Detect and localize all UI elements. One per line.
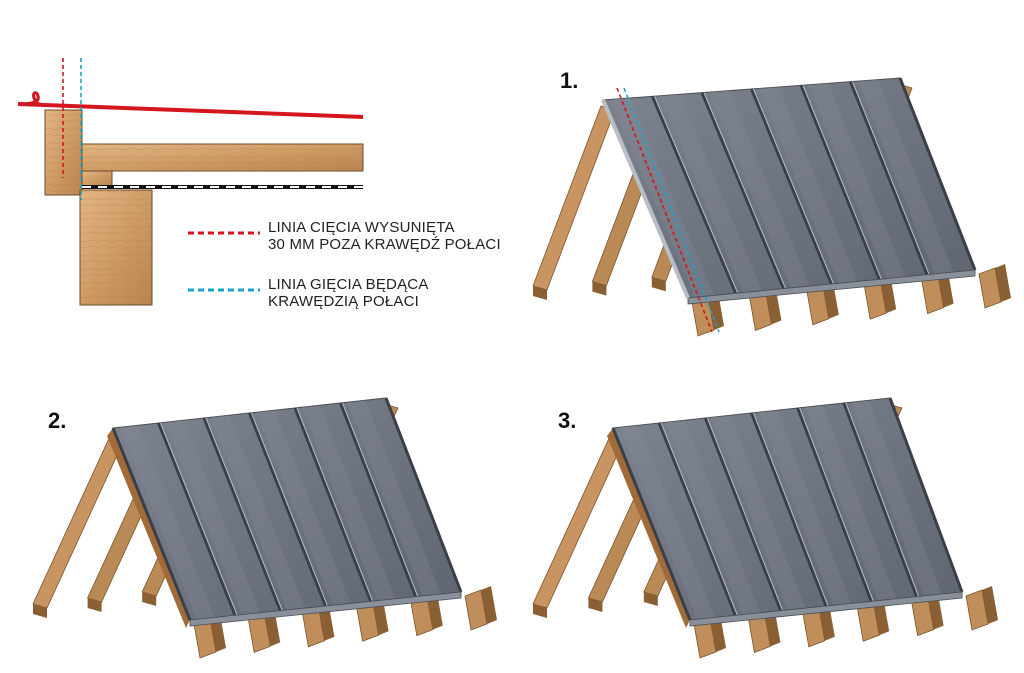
step-1-label: 1. (560, 68, 579, 93)
seam-highlight (342, 402, 419, 597)
sheet-highlight (347, 400, 441, 596)
seam-highlight (205, 417, 283, 611)
sheet-highlight (850, 400, 942, 596)
seam-highlight (845, 402, 920, 597)
standing-seam (657, 422, 737, 616)
rafter-end-side (995, 264, 1011, 302)
seam-highlight (802, 85, 882, 280)
eave-edge (189, 591, 462, 627)
sheet-highlight (165, 420, 261, 615)
rafter-foot (588, 598, 603, 612)
standing-seam (796, 407, 873, 602)
legend-bend-line2: KRAWĘDZIĄ POŁACI (268, 293, 420, 310)
sheet-highlight (709, 90, 810, 288)
rafter-end-side (481, 586, 497, 624)
gable-edge (111, 427, 192, 621)
gable-board (107, 428, 190, 628)
legend-bend-text: LINIA GIĘCIA BĘDĄCA KRAWĘDZIĄ POŁACI (268, 276, 429, 310)
rafter-foot (533, 286, 547, 300)
step-2-label: 2. (48, 408, 67, 433)
sheet-highlight (256, 410, 351, 606)
seam-highlight (753, 88, 834, 285)
seam-highlight (654, 96, 739, 294)
standing-seam (750, 88, 833, 285)
sheet-highlight (758, 410, 851, 606)
rafter-foot (643, 592, 658, 606)
seam-highlight (660, 422, 738, 616)
sheet-highlight (619, 425, 715, 620)
step1-edge-lines (616, 87, 720, 333)
sheet-highlight (758, 86, 858, 284)
roof-step-2 (32, 397, 497, 659)
seam-highlight (296, 407, 374, 602)
rafter-foot (142, 592, 157, 606)
legend-bend-line1: LINIA GIĘCIA BĘDĄCA (268, 276, 429, 293)
roof-step-3 (532, 397, 998, 659)
seam-highlight (703, 92, 787, 289)
standing-seam (157, 422, 237, 616)
legend-cut-line1: LINIA CIĘCIA WYSUNIĘTA (268, 219, 455, 236)
sheet-highlight (210, 415, 306, 610)
gable-board (607, 428, 690, 628)
right-edge (898, 77, 977, 271)
sheet-highlight (610, 97, 715, 298)
standing-seam (700, 92, 786, 290)
seam-highlight (706, 417, 784, 611)
sheet-highlight (119, 425, 215, 620)
legend-cut-line2: 30 MM POZA KRAWĘDŹ POŁACI (268, 236, 501, 253)
rafter-foot (87, 598, 102, 612)
sheet-highlight (659, 94, 763, 293)
rafter-foot (651, 277, 666, 292)
seam-highlight (753, 412, 829, 607)
gable-edge (611, 427, 692, 621)
seam-highlight (251, 412, 328, 607)
eave-edge (687, 269, 976, 305)
standing-seam (293, 407, 373, 602)
sheet-highlight (712, 415, 806, 610)
standing-seam (750, 412, 828, 607)
standing-seam (248, 412, 327, 607)
step-3-label: 3. (558, 408, 577, 433)
sheet-highlight (666, 420, 761, 615)
right-edge (384, 397, 463, 593)
seam-highlight (852, 81, 930, 275)
edge-detail-section (17, 58, 364, 306)
seam-highlight (160, 422, 238, 616)
standing-seam (799, 84, 881, 280)
legend-cut-text: LINIA CIĘCIA WYSUNIĘTA 30 MM POZA KRAWĘD… (268, 219, 501, 253)
sheet-highlight (301, 405, 396, 601)
right-edge (888, 397, 964, 593)
seam-highlight (799, 407, 874, 602)
roof-panel-profile (17, 102, 364, 119)
rafter-foot (592, 281, 607, 296)
sheet-highlight (857, 79, 954, 274)
roof-step-1 (532, 77, 1011, 337)
rafter-foot (33, 604, 47, 618)
standing-seam (842, 402, 919, 598)
standing-seam (703, 417, 783, 612)
gable-edge (601, 99, 690, 299)
standing-seam (849, 81, 929, 276)
sheet-highlight (804, 405, 897, 601)
standing-seam (339, 402, 418, 598)
rafter-foot (533, 604, 547, 618)
standing-seam (202, 417, 282, 612)
sheet-highlight (808, 83, 906, 279)
standing-seam (651, 95, 738, 294)
eave-edge (689, 591, 963, 627)
rafter-end-side (982, 586, 998, 624)
